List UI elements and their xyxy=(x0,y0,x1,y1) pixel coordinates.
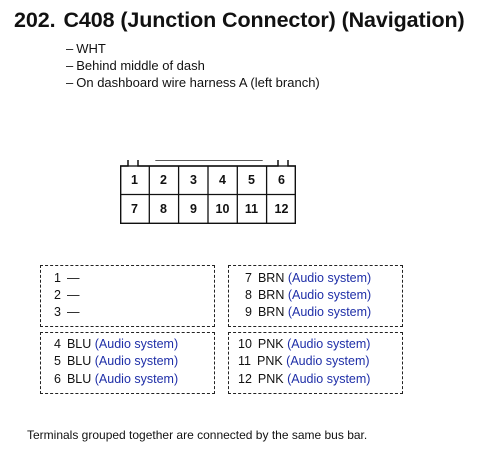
system-link[interactable]: (Audio system) xyxy=(287,372,371,386)
terminal-number: 8 xyxy=(245,288,252,302)
info-harness: –On dashboard wire harness A (left branc… xyxy=(66,74,320,91)
terminal-number: 3 xyxy=(54,305,61,319)
pin-grid xyxy=(120,165,296,224)
wire-color: BRN xyxy=(257,305,285,319)
connector-title: C408 (Junction Connector) (Navigation) xyxy=(63,8,465,32)
wire-color: — xyxy=(66,288,80,302)
system-link[interactable]: (Audio system) xyxy=(287,288,372,302)
page-title: 202. C408 (Junction Connector) (Navigatio… xyxy=(14,8,465,33)
terminal-row: 3— xyxy=(54,304,79,321)
terminal-number: 5 xyxy=(54,354,61,368)
info-color: –WHT xyxy=(66,40,320,57)
bus-group-top-left: 1— 2— 3— xyxy=(40,265,215,327)
terminal-number: 7 xyxy=(245,271,252,285)
wire-color: — xyxy=(66,305,80,319)
pin-7: 7 xyxy=(131,202,138,216)
wire-color: PNK xyxy=(257,372,284,386)
info-bullet: – xyxy=(66,41,74,56)
wire-color: BLU xyxy=(66,337,92,351)
info-bullet: – xyxy=(66,58,74,73)
terminal-row: 12 PNK (Audio system) xyxy=(238,371,370,388)
terminal-row: 9 BRN (Audio system) xyxy=(245,304,371,321)
terminal-row: 8 BRN (Audio system) xyxy=(245,287,371,304)
pin-11: 11 xyxy=(244,202,259,216)
terminal-row: 4 BLU (Audio system) xyxy=(54,336,178,353)
system-link[interactable]: (Audio system) xyxy=(287,337,371,351)
wire-color: — xyxy=(66,271,80,285)
pin-4: 4 xyxy=(219,173,226,187)
connector-info: –WHT –Behind middle of dash –On dashboar… xyxy=(66,40,320,91)
pin-12: 12 xyxy=(274,202,289,216)
pin-6: 6 xyxy=(278,173,285,187)
wire-color: BRN xyxy=(257,271,285,285)
info-bullet: – xyxy=(66,75,74,90)
system-link[interactable]: (Audio system) xyxy=(94,354,179,368)
wire-color: PNK xyxy=(257,337,284,351)
system-link[interactable]: (Audio system) xyxy=(287,271,372,285)
pin-5: 5 xyxy=(248,173,255,187)
terminal-row: 11 PNK (Audio system) xyxy=(238,353,370,370)
info-location-text: Behind middle of dash xyxy=(76,58,205,73)
terminal-row: 10 PNK (Audio system) xyxy=(238,336,370,353)
connector-outline xyxy=(120,160,296,224)
terminal-number: 1 xyxy=(54,271,61,285)
system-link[interactable]: (Audio system) xyxy=(94,372,179,386)
terminal-number: 10 xyxy=(238,337,252,351)
pin-8: 8 xyxy=(160,202,167,216)
terminal-row: 2— xyxy=(54,287,79,304)
terminal-number: 2 xyxy=(54,288,61,302)
wire-color: BLU xyxy=(66,354,92,368)
wire-color: PNK xyxy=(256,354,283,368)
terminal-row: 5 BLU (Audio system) xyxy=(54,353,178,370)
pin-3: 3 xyxy=(190,173,197,187)
bus-bar-footnote: Terminals grouped together are connected… xyxy=(27,428,368,442)
terminal-number: 12 xyxy=(238,372,252,386)
terminal-number: 6 xyxy=(54,372,61,386)
system-link[interactable]: (Audio system) xyxy=(286,354,370,368)
pin-2: 2 xyxy=(160,173,167,187)
info-color-text: WHT xyxy=(76,41,106,56)
wire-color: BLU xyxy=(66,372,92,386)
pin-9: 9 xyxy=(190,202,197,216)
terminal-row: 6 BLU (Audio system) xyxy=(54,371,178,388)
system-link[interactable]: (Audio system) xyxy=(94,337,179,351)
info-harness-text: On dashboard wire harness A (left branch… xyxy=(76,75,320,90)
terminal-number: 11 xyxy=(238,354,251,368)
info-location: –Behind middle of dash xyxy=(66,57,320,74)
system-link[interactable]: (Audio system) xyxy=(287,305,372,319)
diagram-number: 202. xyxy=(14,8,56,32)
terminal-row: 7 BRN (Audio system) xyxy=(245,270,371,287)
wire-color: BRN xyxy=(257,288,285,302)
terminal-row: 1— xyxy=(54,270,79,287)
pin-1: 1 xyxy=(131,173,138,187)
terminal-number: 4 xyxy=(54,337,61,351)
terminal-number: 9 xyxy=(245,305,252,319)
pin-10: 10 xyxy=(215,202,230,216)
connector-face: 1 2 3 4 5 6 7 8 9 10 11 12 xyxy=(120,160,296,224)
